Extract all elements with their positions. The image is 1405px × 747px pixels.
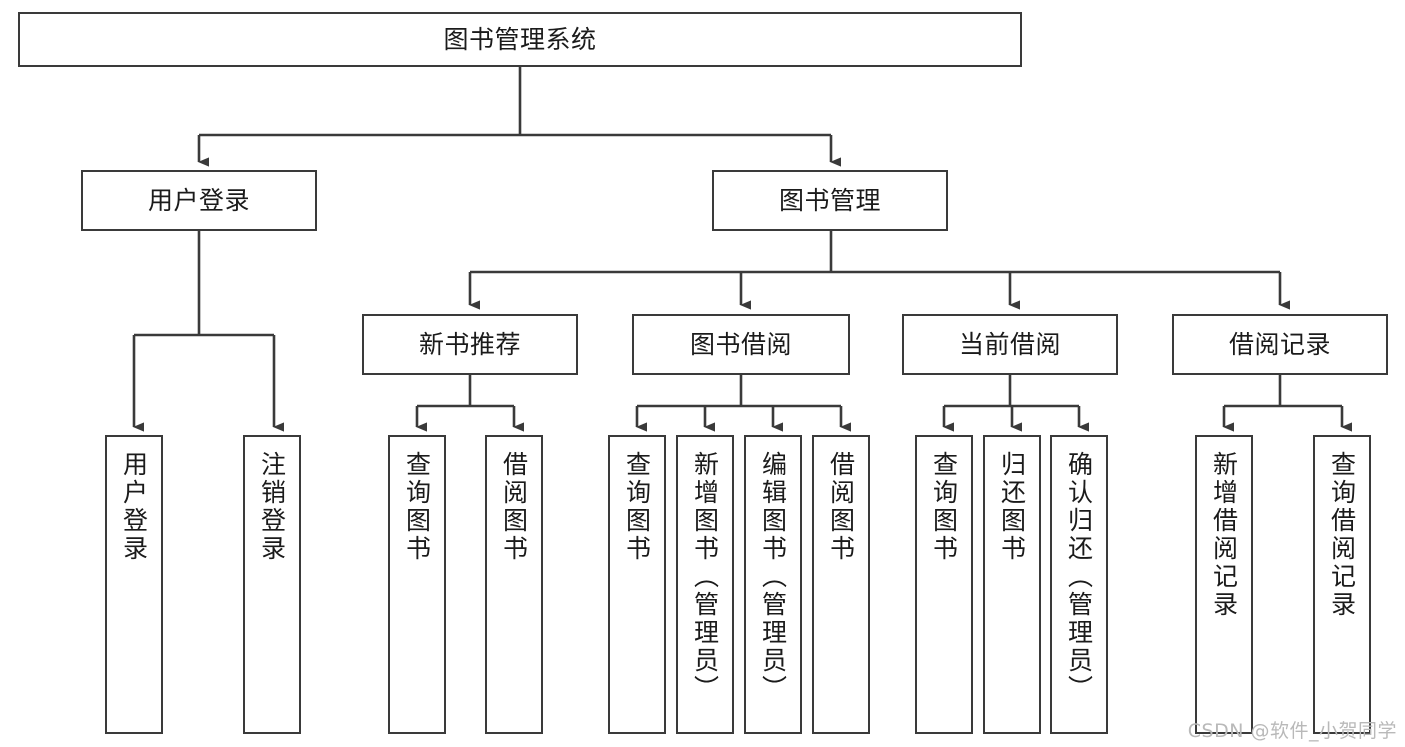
node-root-book-management-system[interactable]: 图书管理系统 bbox=[18, 12, 1022, 67]
node-leaf-query-books-newbook[interactable]: 查询图书 bbox=[388, 435, 446, 734]
node-leaf-add-book-admin[interactable]: 新增图书（管理员） bbox=[676, 435, 734, 734]
node-label: 新书推荐 bbox=[418, 329, 521, 359]
node-label: 新增图书（管理员） bbox=[690, 451, 720, 703]
node-label: 图书管理 bbox=[778, 185, 881, 215]
node-label: 确认归还（管理员） bbox=[1064, 451, 1094, 703]
node-leaf-logout[interactable]: 注销登录 bbox=[243, 435, 301, 734]
node-label: 新增借阅记录 bbox=[1209, 451, 1239, 619]
node-label: 借阅图书 bbox=[499, 451, 529, 563]
node-label: 注销登录 bbox=[257, 451, 287, 563]
node-book-borrowing[interactable]: 图书借阅 bbox=[632, 314, 850, 375]
node-label: 图书借阅 bbox=[689, 329, 792, 359]
node-leaf-edit-book-admin[interactable]: 编辑图书（管理员） bbox=[744, 435, 802, 734]
node-label: 编辑图书（管理员） bbox=[758, 451, 788, 703]
node-label: 当前借阅 bbox=[958, 329, 1061, 359]
node-label: 借阅记录 bbox=[1228, 329, 1331, 359]
node-user-login[interactable]: 用户登录 bbox=[81, 170, 317, 231]
node-book-management[interactable]: 图书管理 bbox=[712, 170, 948, 231]
node-leaf-query-books-borrow[interactable]: 查询图书 bbox=[608, 435, 666, 734]
node-label: 用户登录 bbox=[147, 185, 250, 215]
node-label: 查询图书 bbox=[402, 451, 432, 563]
node-new-book-recommendation[interactable]: 新书推荐 bbox=[362, 314, 578, 375]
node-label: 借阅图书 bbox=[826, 451, 856, 563]
node-label: 查询图书 bbox=[929, 451, 959, 563]
node-leaf-borrow-books-newbook[interactable]: 借阅图书 bbox=[485, 435, 543, 734]
node-leaf-borrow-books[interactable]: 借阅图书 bbox=[812, 435, 870, 734]
node-label: 图书管理系统 bbox=[443, 24, 597, 54]
node-label: 归还图书 bbox=[997, 451, 1027, 563]
node-leaf-add-borrow-record[interactable]: 新增借阅记录 bbox=[1195, 435, 1253, 734]
node-borrowing-records[interactable]: 借阅记录 bbox=[1172, 314, 1388, 375]
node-leaf-return-books[interactable]: 归还图书 bbox=[983, 435, 1041, 734]
node-current-borrowing[interactable]: 当前借阅 bbox=[902, 314, 1118, 375]
node-label: 查询图书 bbox=[622, 451, 652, 563]
node-leaf-user-login[interactable]: 用户登录 bbox=[105, 435, 163, 734]
node-leaf-query-borrow-record[interactable]: 查询借阅记录 bbox=[1313, 435, 1371, 734]
node-label: 用户登录 bbox=[119, 451, 149, 563]
node-leaf-confirm-return-admin[interactable]: 确认归还（管理员） bbox=[1050, 435, 1108, 734]
node-leaf-query-books-current[interactable]: 查询图书 bbox=[915, 435, 973, 734]
node-label: 查询借阅记录 bbox=[1327, 451, 1357, 619]
watermark: CSDN @软件_小贺同学 bbox=[1187, 720, 1397, 742]
